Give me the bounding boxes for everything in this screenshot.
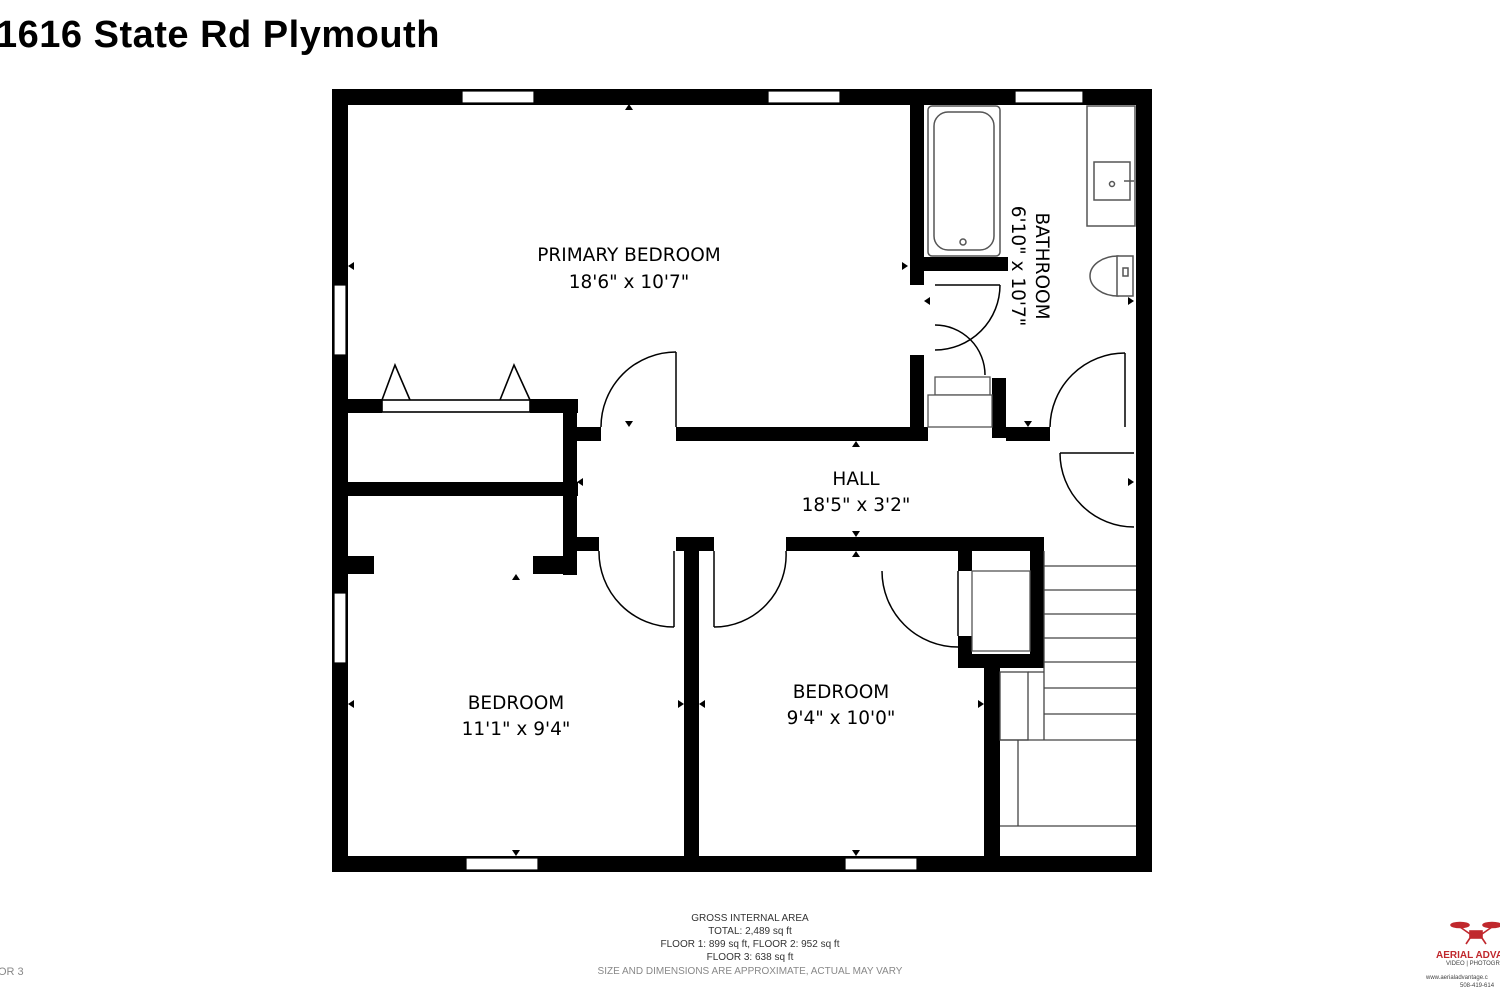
- window: [333, 284, 347, 356]
- area-total: TOTAL: 2,489 sq ft: [708, 926, 792, 937]
- disclaimer: SIZE AND DIMENSIONS ARE APPROXIMATE, ACT…: [597, 966, 903, 977]
- room-dimensions: 18'6" x 10'7": [569, 272, 690, 293]
- window: [767, 90, 841, 104]
- window: [461, 90, 535, 104]
- closet-shelves: [927, 376, 1031, 652]
- closet-bifold-doors: [381, 362, 531, 413]
- area-floor-3: FLOOR 3: 638 sq ft: [706, 952, 794, 963]
- logo-website: www.aerialadvantage.c: [1426, 975, 1488, 981]
- property-title: 1616 State Rd Plymouth: [0, 14, 440, 56]
- room-name: HALL: [832, 469, 880, 490]
- bathroom-fixtures: [927, 105, 1136, 297]
- dimension-markers: [348, 104, 1134, 856]
- logo-name: AERIAL ADVAN: [1436, 950, 1500, 961]
- interior-walls: [348, 100, 1050, 857]
- door-swings: [598, 284, 1135, 648]
- window: [844, 857, 918, 871]
- room-dimensions: 9'4" x 10'0": [787, 708, 896, 729]
- window: [1014, 90, 1084, 104]
- room-dimensions: 18'5" x 3'2": [802, 495, 911, 516]
- room-bedroom-right: BEDROOM 9'4" x 10'0": [787, 682, 896, 729]
- staircase: [999, 551, 1136, 827]
- room-primary-bedroom: PRIMARY BEDROOM 18'6" x 10'7": [537, 245, 721, 293]
- room-dimensions: 6'10" x 10'7": [1007, 206, 1028, 327]
- area-heading: GROSS INTERNAL AREA: [691, 913, 809, 924]
- floor-label: OR 3: [0, 966, 24, 978]
- exterior-walls: [332, 89, 1152, 872]
- logo-tagline: VIDEO | PHOTOGR: [1446, 961, 1500, 967]
- room-name: BEDROOM: [468, 693, 565, 714]
- area-floors-1-2: FLOOR 1: 899 sq ft, FLOOR 2: 952 sq ft: [660, 939, 840, 950]
- toilet: [1089, 255, 1119, 297]
- window: [333, 592, 347, 664]
- window: [465, 857, 539, 871]
- room-name: BATHROOM: [1031, 212, 1052, 319]
- room-dimensions: 11'1" x 9'4": [462, 719, 571, 740]
- room-hall: HALL 18'5" x 3'2": [802, 469, 911, 516]
- room-name: PRIMARY BEDROOM: [537, 245, 721, 266]
- room-bathroom: BATHROOM 6'10" x 10'7": [1007, 206, 1052, 327]
- room-bedroom-left: BEDROOM 11'1" x 9'4": [462, 693, 571, 740]
- drone-logo-icon: [1450, 921, 1500, 945]
- windows: [333, 90, 1084, 871]
- room-name: BEDROOM: [793, 682, 890, 703]
- logo-phone: 508-419-614: [1460, 983, 1495, 989]
